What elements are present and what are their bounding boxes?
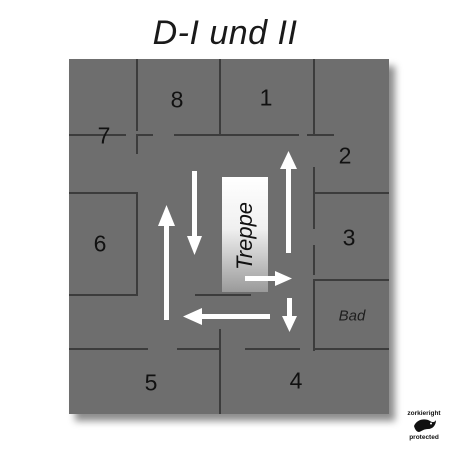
arrow-right-under-staircase [245,271,292,286]
wall [313,167,315,229]
walkway-arrows [158,151,297,332]
wall [195,294,251,296]
room-label-bad: Bad [338,307,366,325]
room-label-3: 3 [342,224,356,251]
wall [136,192,138,294]
wall [313,348,389,350]
staircase [222,177,268,292]
room-label-1: 1 [259,84,273,111]
wall [313,279,389,281]
wall [313,279,315,351]
room-label-8: 8 [170,86,184,113]
wall [69,348,148,350]
wall [219,59,221,134]
arrow-down-left-corridor [187,171,202,255]
wall [69,192,136,194]
wall [136,134,153,136]
wall [69,134,126,136]
wall [136,134,138,154]
wall [177,348,219,350]
copyright-stamp: zorkieright protected [405,405,443,443]
room-label-4: 4 [289,367,303,394]
plan-title: D-I und II [152,14,298,52]
arrow-down-right-corridor [282,298,297,332]
wall [219,329,221,414]
floor-plan: Treppe [69,59,389,414]
room-label-2: 2 [338,142,352,169]
svg-text:zorkieright: zorkieright [407,410,441,417]
room-label-5: 5 [144,369,158,396]
wall [136,59,138,131]
wall [313,245,315,275]
arrow-up-right-corridor [280,151,297,253]
arrow-left-bottom-corridor [183,308,270,325]
room-label-6: 6 [93,230,107,257]
wall [307,134,334,136]
arrow-up-left-corridor [158,205,175,320]
room-label-7: 7 [97,122,111,149]
wall [313,192,389,194]
wall [245,348,300,350]
wall [174,134,299,136]
svg-text:protected: protected [409,434,439,441]
wall [313,59,315,134]
wall [69,294,138,296]
